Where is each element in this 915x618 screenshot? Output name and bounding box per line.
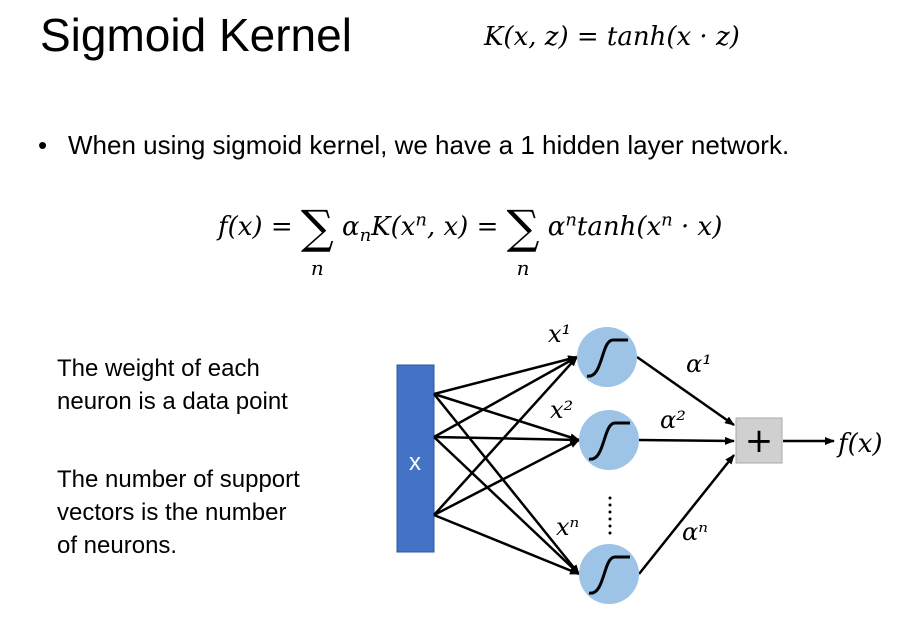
input-edge (433, 355, 578, 396)
slide-title: Sigmoid Kernel (40, 9, 352, 61)
weight-label-n: αⁿ (682, 518, 708, 546)
sum-symbol: ∑n (300, 200, 334, 280)
ellipsis-dots (608, 496, 612, 535)
input-edge (433, 435, 580, 444)
weight-label-1: α¹ (686, 350, 712, 378)
neuron-node (577, 327, 637, 387)
output-edge (638, 436, 735, 445)
bullet-text: When using sigmoid kernel, we have a 1 h… (68, 130, 790, 160)
input-edge (433, 436, 580, 575)
input-edge (433, 392, 580, 442)
bullet-item: • When using sigmoid kernel, we have a 1… (38, 128, 818, 162)
sum-node (735, 417, 783, 464)
neuron-node (579, 410, 639, 470)
output-label: f(x) (836, 429, 883, 459)
weight-label-2: α² (660, 406, 686, 434)
sum-equation: f(x) = ∑n αnK(xn, x) = ∑n αntanh(xn · x) (218, 200, 723, 280)
eq-lhs: f(x) = (218, 212, 301, 242)
note-weights: The weight of each neuron is a data poin… (57, 355, 288, 415)
neuron-label-1: x¹ (548, 320, 571, 348)
input-node (396, 364, 435, 553)
kernel-equation: K(x, z) = tanh(x · z) (484, 22, 740, 52)
sigmoid-icon (588, 421, 630, 461)
output-edge (636, 355, 735, 427)
neuron-node (579, 544, 639, 604)
input-edge (433, 355, 578, 439)
bullet-icon: • (38, 130, 48, 160)
input-label: x (409, 449, 421, 476)
sigmoid-icon (586, 338, 628, 378)
output-edge (638, 454, 735, 575)
sigmoid-icon (588, 555, 630, 595)
note-support-vectors: The number of support vectors is the num… (57, 466, 300, 559)
input-edge (433, 438, 580, 517)
input-edge (433, 513, 580, 576)
input-edge (433, 356, 578, 516)
neuron-label-n: xⁿ (556, 513, 579, 541)
sum-node-label: + (745, 421, 774, 461)
neuron-label-2: x² (550, 396, 573, 424)
sum-symbol: ∑n (506, 200, 540, 280)
